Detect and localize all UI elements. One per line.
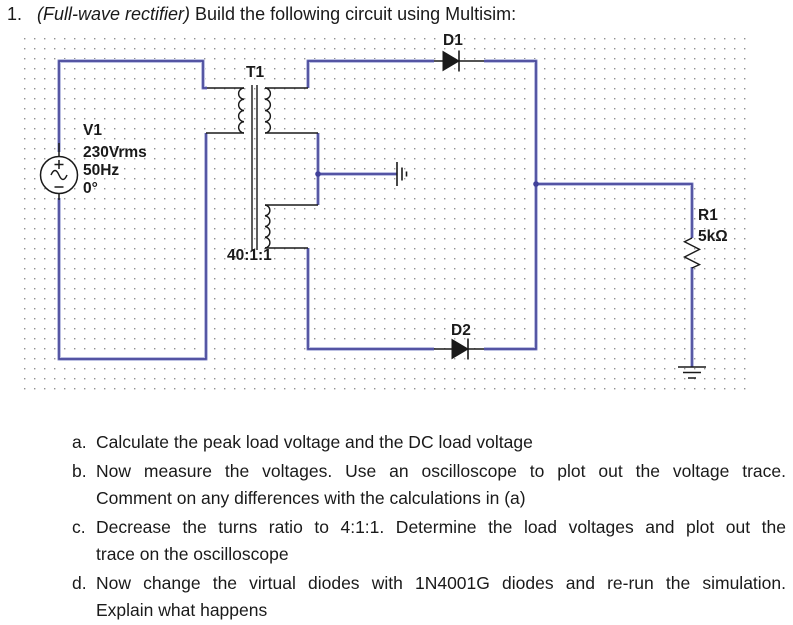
wire-secondary-bottom-to-d2 — [307, 248, 434, 350]
transformer-secondary-lower-coil — [264, 204, 271, 249]
wire-d1-d2-output-bus — [484, 60, 537, 350]
sine-symbol — [50, 169, 68, 181]
question-a: a. Calculate the peak load voltage and t… — [72, 429, 786, 456]
question-c-line1: Decrease the turns ratio to 4:1:1. Deter… — [96, 517, 786, 537]
label-resistor-value: 5kΩ — [698, 228, 728, 245]
transformer-secondary-upper-coil — [264, 87, 272, 134]
label-source-phase: 0° — [83, 180, 98, 197]
ground-symbol-load — [678, 366, 706, 379]
wire-source-to-primary-top — [58, 60, 207, 152]
question-b-label: b. — [72, 461, 87, 481]
ground-symbol-center-tap — [396, 162, 408, 186]
problem-title-rest: Build the following circuit using Multis… — [195, 4, 517, 24]
problem-title-italic: (Full-wave rectifier) — [37, 4, 191, 24]
plus-sign — [54, 160, 64, 169]
question-a-label: a. — [72, 432, 87, 452]
label-transformer-ref: T1 — [246, 64, 264, 81]
transformer-t1 — [206, 85, 318, 250]
label-diode1-ref: D1 — [443, 32, 463, 49]
question-d: d. Now change the virtual diodes with 1N… — [72, 570, 786, 624]
diode-d1 — [434, 50, 484, 72]
transformer-core — [251, 85, 258, 250]
question-list: a. Calculate the peak load voltage and t… — [72, 429, 786, 625]
wires — [58, 60, 693, 367]
question-c: c. Decrease the turns ratio to 4:1:1. De… — [72, 514, 786, 568]
question-b-line2: Comment on any differences with the calc… — [96, 488, 526, 508]
label-turns-ratio: 40:1:1 — [227, 247, 272, 264]
label-diode2-ref: D2 — [451, 322, 471, 339]
question-c-line2: trace on the oscilloscope — [96, 544, 289, 564]
ac-source-v1 — [39, 143, 79, 200]
circuit-diagram: T1 40:1:1 D1 D2 V1 230Vrms 50Hz 0° R1 5k… — [24, 30, 746, 396]
label-source-ref: V1 — [83, 122, 102, 139]
label-source-voltage: 230Vrms — [83, 144, 147, 161]
question-b: b. Now measure the voltages. Use an osci… — [72, 458, 786, 512]
question-d-line2: Explain what happens — [96, 600, 268, 620]
label-source-frequency: 50Hz — [83, 162, 119, 179]
resistor-r1 — [682, 237, 702, 269]
question-a-line1: Calculate the peak load voltage and the … — [96, 432, 533, 452]
problem-number: 1. — [7, 4, 23, 24]
label-resistor-ref: R1 — [698, 207, 718, 224]
question-d-line1: Now change the virtual diodes with 1N400… — [96, 573, 786, 593]
junction-output — [533, 181, 539, 187]
diode-d2 — [434, 338, 484, 360]
transformer-leads — [206, 87, 318, 249]
question-c-label: c. — [72, 517, 86, 537]
question-b-line1: Now measure the voltages. Use an oscillo… — [96, 461, 786, 481]
wire-secondary-top-to-d1 — [307, 60, 434, 88]
question-d-label: d. — [72, 573, 87, 593]
junction-center-tap — [315, 171, 321, 177]
wire-source-to-primary-bottom — [58, 133, 207, 360]
wire-bus-to-resistor — [536, 183, 693, 238]
problem-title: 1. (Full-wave rectifier) Build the follo… — [7, 4, 516, 25]
transformer-primary-coil — [237, 87, 245, 134]
grid-dots — [24, 30, 746, 396]
